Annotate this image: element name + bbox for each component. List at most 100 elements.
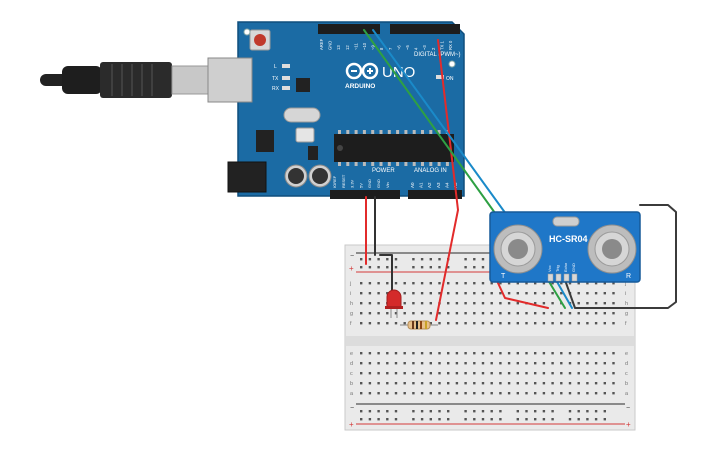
- breadboard-hole[interactable]: [507, 392, 511, 395]
- breadboard-hole[interactable]: [360, 302, 363, 305]
- breadboard-hole[interactable]: [507, 362, 511, 365]
- breadboard-hole[interactable]: [438, 266, 441, 269]
- breadboard-hole[interactable]: [534, 382, 537, 385]
- digital-header[interactable]: [390, 24, 460, 34]
- breadboard-hole[interactable]: [516, 282, 519, 285]
- breadboard-hole[interactable]: [534, 302, 537, 305]
- breadboard-hole[interactable]: [360, 352, 363, 355]
- breadboard-hole[interactable]: [420, 382, 424, 385]
- breadboard-hole[interactable]: [612, 322, 615, 325]
- sensor-pin[interactable]: [571, 273, 578, 282]
- breadboard-hole[interactable]: [586, 392, 589, 395]
- breadboard-hole[interactable]: [420, 418, 424, 421]
- breadboard-hole[interactable]: [586, 312, 589, 315]
- breadboard-hole[interactable]: [560, 312, 563, 315]
- breadboard-hole[interactable]: [516, 292, 519, 295]
- breadboard-hole[interactable]: [420, 292, 424, 295]
- breadboard-hole[interactable]: [360, 292, 363, 295]
- breadboard-hole[interactable]: [473, 382, 476, 385]
- breadboard-hole[interactable]: [612, 362, 615, 365]
- breadboard-hole[interactable]: [429, 418, 432, 421]
- breadboard-hole[interactable]: [368, 410, 372, 413]
- breadboard-hole[interactable]: [577, 292, 580, 295]
- breadboard-hole[interactable]: [394, 322, 398, 325]
- breadboard-hole[interactable]: [481, 372, 485, 375]
- breadboard-hole[interactable]: [412, 302, 415, 305]
- breadboard-hole[interactable]: [403, 362, 406, 365]
- breadboard-hole[interactable]: [612, 312, 615, 315]
- breadboard-hole[interactable]: [551, 372, 554, 375]
- breadboard-hole[interactable]: [525, 372, 528, 375]
- breadboard-hole[interactable]: [516, 352, 519, 355]
- breadboard-hole[interactable]: [525, 382, 528, 385]
- breadboard-hole[interactable]: [455, 362, 459, 365]
- breadboard-hole[interactable]: [490, 282, 493, 285]
- breadboard-hole[interactable]: [568, 312, 572, 315]
- breadboard-hole[interactable]: [507, 382, 511, 385]
- breadboard-hole[interactable]: [481, 302, 485, 305]
- breadboard-hole[interactable]: [403, 282, 406, 285]
- breadboard-hole[interactable]: [447, 418, 450, 421]
- breadboard-hole[interactable]: [481, 392, 485, 395]
- breadboard-hole[interactable]: [360, 418, 363, 421]
- breadboard-hole[interactable]: [394, 382, 398, 385]
- breadboard-hole[interactable]: [568, 372, 572, 375]
- breadboard-hole[interactable]: [412, 392, 415, 395]
- breadboard-hole[interactable]: [386, 322, 389, 325]
- breadboard-hole[interactable]: [542, 372, 546, 375]
- breadboard-hole[interactable]: [386, 312, 389, 315]
- breadboard-hole[interactable]: [586, 382, 589, 385]
- breadboard-hole[interactable]: [516, 410, 519, 413]
- breadboard-hole[interactable]: [438, 322, 441, 325]
- breadboard-hole[interactable]: [464, 352, 467, 355]
- breadboard-hole[interactable]: [603, 292, 606, 295]
- breadboard-hole[interactable]: [447, 322, 450, 325]
- breadboard-hole[interactable]: [420, 362, 424, 365]
- breadboard-hole[interactable]: [377, 392, 380, 395]
- breadboard-hole[interactable]: [420, 392, 424, 395]
- breadboard-hole[interactable]: [473, 418, 476, 421]
- breadboard-hole[interactable]: [360, 266, 363, 269]
- breadboard-hole[interactable]: [455, 372, 459, 375]
- breadboard-hole[interactable]: [429, 312, 432, 315]
- breadboard-hole[interactable]: [542, 352, 546, 355]
- breadboard-hole[interactable]: [551, 292, 554, 295]
- breadboard-hole[interactable]: [551, 392, 554, 395]
- breadboard-hole[interactable]: [481, 322, 485, 325]
- breadboard-hole[interactable]: [490, 362, 493, 365]
- breadboard-hole[interactable]: [603, 410, 606, 413]
- breadboard-hole[interactable]: [429, 282, 432, 285]
- breadboard-hole[interactable]: [438, 392, 441, 395]
- breadboard-hole[interactable]: [560, 372, 563, 375]
- breadboard-hole[interactable]: [386, 392, 389, 395]
- breadboard-hole[interactable]: [377, 292, 380, 295]
- breadboard-hole[interactable]: [368, 418, 372, 421]
- breadboard-hole[interactable]: [377, 362, 380, 365]
- breadboard-hole[interactable]: [534, 418, 537, 421]
- breadboard-hole[interactable]: [455, 392, 459, 395]
- breadboard-hole[interactable]: [612, 372, 615, 375]
- breadboard-hole[interactable]: [368, 282, 372, 285]
- breadboard-hole[interactable]: [438, 282, 441, 285]
- breadboard-hole[interactable]: [516, 302, 519, 305]
- breadboard-hole[interactable]: [368, 372, 372, 375]
- breadboard-hole[interactable]: [568, 282, 572, 285]
- breadboard-hole[interactable]: [447, 312, 450, 315]
- breadboard-hole[interactable]: [377, 302, 380, 305]
- breadboard-hole[interactable]: [603, 392, 606, 395]
- breadboard-hole[interactable]: [481, 266, 485, 269]
- breadboard-hole[interactable]: [360, 372, 363, 375]
- breadboard-hole[interactable]: [603, 362, 606, 365]
- breadboard-hole[interactable]: [534, 292, 537, 295]
- breadboard-hole[interactable]: [490, 410, 493, 413]
- breadboard-hole[interactable]: [577, 382, 580, 385]
- breadboard-hole[interactable]: [577, 282, 580, 285]
- breadboard-hole[interactable]: [586, 372, 589, 375]
- breadboard-hole[interactable]: [473, 322, 476, 325]
- breadboard-hole[interactable]: [429, 382, 432, 385]
- breadboard-hole[interactable]: [412, 352, 415, 355]
- breadboard-hole[interactable]: [473, 302, 476, 305]
- breadboard-hole[interactable]: [499, 362, 502, 365]
- wire-led-gnd-black[interactable]: [379, 254, 393, 299]
- analog-header[interactable]: [408, 190, 462, 199]
